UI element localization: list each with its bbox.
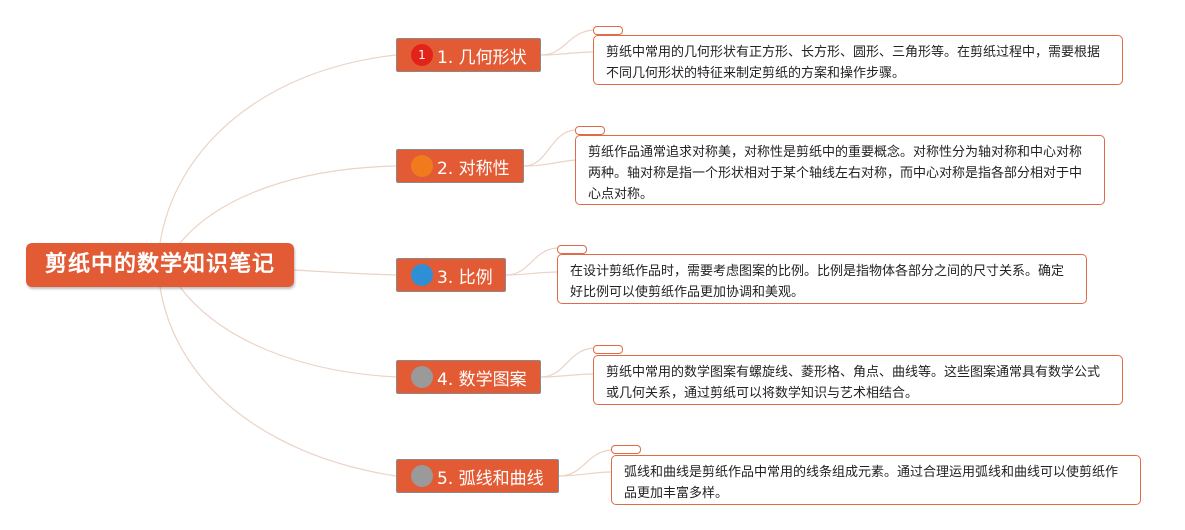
note-2[interactable]: 剪纸作品通常追求对称美，对称性是剪纸中的重要概念。对称性分为轴对称和中心对称两种… [575, 135, 1105, 205]
note-3-text: 在设计剪纸作品时，需要考虑图案的比例。比例是指物体各部分之间的尺寸关系。确定好比… [570, 264, 1065, 300]
note-1-text: 剪纸中常用的几何形状有正方形、长方形、圆形、三角形等。在剪纸过程中，需要根据不同… [606, 45, 1101, 81]
central-topic-title: 剪纸中的数学知识笔记 [44, 252, 275, 277]
connector-branch-5-note-b [558, 471, 612, 477]
connector-root-branch-2 [179, 165, 397, 244]
branch-1-geometric-shapes[interactable]: 1 1. 几何形状 [396, 38, 541, 72]
note-2-text: 剪纸作品通常追求对称美，对称性是剪纸中的重要概念。对称性分为轴对称和中心对称两种… [588, 145, 1083, 202]
note-4-text: 剪纸中常用的数学图案有螺旋线、菱形格、角点、曲线等。这些图案通常具有数学公式或几… [606, 365, 1101, 401]
connector-branch-4-note [540, 347, 594, 378]
priority-4-badge-icon [411, 366, 433, 388]
note-4-tab [593, 345, 623, 354]
priority-3-badge-icon [411, 264, 433, 286]
priority-5-badge-icon [411, 465, 433, 487]
branch-5-label: 5. 弧线和曲线 [437, 468, 544, 489]
note-1-tab [593, 26, 623, 35]
connector-root-branch-5 [159, 286, 397, 477]
connector-root-branch-3 [293, 269, 397, 276]
connector-branch-2-note-b [523, 159, 576, 167]
note-3[interactable]: 在设计剪纸作品时，需要考虑图案的比例。比例是指物体各部分之间的尺寸关系。确定好比… [557, 254, 1087, 304]
branch-3-label: 3. 比例 [437, 267, 493, 288]
note-2-tab [575, 126, 605, 135]
branch-2-label: 2. 对称性 [437, 158, 510, 179]
note-4[interactable]: 剪纸中常用的数学图案有螺旋线、菱形格、角点、曲线等。这些图案通常具有数学公式或几… [593, 355, 1123, 405]
branch-5-arcs-and-curves[interactable]: 5. 弧线和曲线 [396, 459, 559, 493]
branch-4-math-patterns[interactable]: 4. 数学图案 [396, 360, 541, 394]
connector-branch-3-note-b [505, 271, 558, 276]
connector-branch-1-note [540, 29, 594, 56]
branch-2-symmetry[interactable]: 2. 对称性 [396, 149, 524, 183]
connector-branch-2-note [523, 129, 576, 167]
branch-1-label: 1. 几何形状 [437, 47, 527, 68]
connector-branch-3-note [505, 247, 558, 276]
note-3-tab [557, 245, 587, 254]
connector-branch-4-note-b [540, 373, 594, 378]
note-5-tab [611, 445, 641, 454]
branch-4-label: 4. 数学图案 [437, 369, 527, 390]
priority-2-badge-icon [411, 155, 433, 177]
branch-3-proportion[interactable]: 3. 比例 [396, 258, 506, 292]
connector-root-branch-1 [159, 54, 397, 244]
priority-1-badge-icon: 1 [411, 44, 433, 66]
connector-root-branch-4 [179, 286, 397, 378]
note-1[interactable]: 剪纸中常用的几何形状有正方形、长方形、圆形、三角形等。在剪纸过程中，需要根据不同… [593, 35, 1123, 85]
note-5-text: 弧线和曲线是剪纸作品中常用的线条组成元素。通过合理运用弧线和曲线可以使剪纸作品更… [624, 465, 1119, 501]
note-5[interactable]: 弧线和曲线是剪纸作品中常用的线条组成元素。通过合理运用弧线和曲线可以使剪纸作品更… [611, 455, 1141, 505]
connector-branch-1-note-b [540, 51, 594, 56]
central-topic[interactable]: 剪纸中的数学知识笔记 [26, 243, 294, 287]
